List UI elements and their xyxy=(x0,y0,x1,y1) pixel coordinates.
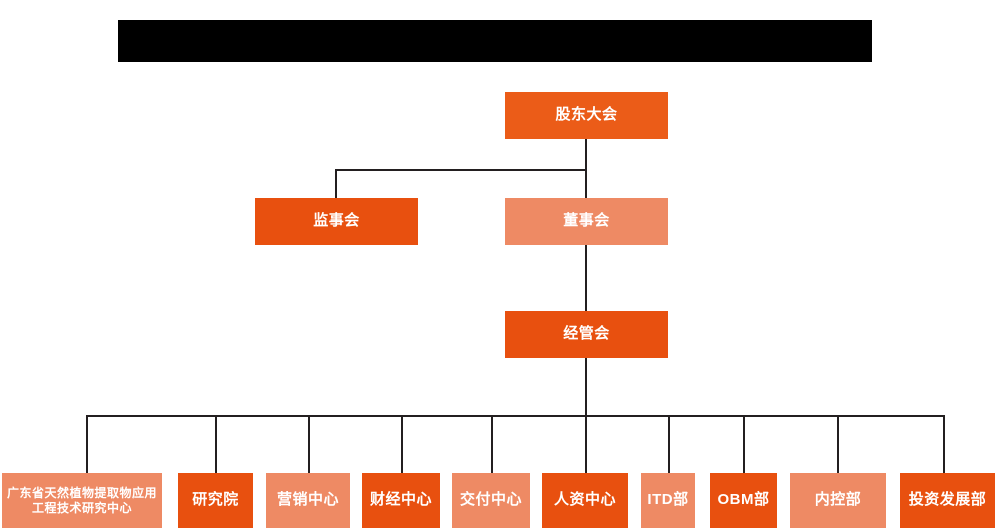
node-management-committee[interactable]: 经管会 xyxy=(505,311,668,358)
connector-management-down xyxy=(585,358,587,416)
connector-drop-dept9 xyxy=(943,415,945,474)
connector-departments-bus xyxy=(86,415,943,417)
node-dept-marketing-center[interactable]: 营销中心 xyxy=(266,473,350,528)
connector-supervisors-down xyxy=(335,169,337,199)
node-dept-itd[interactable]: ITD部 xyxy=(641,473,695,528)
connector-board-to-management xyxy=(585,245,587,312)
node-dept-hr-center[interactable]: 人资中心 xyxy=(542,473,628,528)
connector-drop-dept1 xyxy=(215,415,217,474)
connector-drop-dept3 xyxy=(401,415,403,474)
node-dept-finance-center[interactable]: 财经中心 xyxy=(362,473,440,528)
node-shareholders-meeting[interactable]: 股东大会 xyxy=(505,92,668,139)
connector-drop-dept6 xyxy=(668,415,670,474)
connector-drop-dept5 xyxy=(585,415,587,474)
node-board-of-supervisors[interactable]: 监事会 xyxy=(255,198,418,245)
connector-board-down xyxy=(585,169,587,199)
connector-drop-dept0 xyxy=(86,415,88,474)
node-dept-internal-control[interactable]: 内控部 xyxy=(790,473,886,528)
connector-shareholders-down xyxy=(585,139,587,170)
node-dept-research-institute[interactable]: 研究院 xyxy=(178,473,253,528)
connector-drop-dept8 xyxy=(837,415,839,474)
node-dept-obm[interactable]: OBM部 xyxy=(710,473,777,528)
redacted-title-bar xyxy=(118,20,872,62)
connector-drop-dept2 xyxy=(308,415,310,474)
node-dept-research-center[interactable]: 广东省天然植物提取物应用工程技术研究中心 xyxy=(2,473,162,528)
node-dept-delivery-center[interactable]: 交付中心 xyxy=(452,473,530,528)
connector-drop-dept4 xyxy=(491,415,493,474)
node-board-of-directors[interactable]: 董事会 xyxy=(505,198,668,245)
connector-drop-dept7 xyxy=(743,415,745,474)
node-dept-investment-development[interactable]: 投资发展部 xyxy=(900,473,995,528)
connector-level2-bus xyxy=(335,169,587,171)
